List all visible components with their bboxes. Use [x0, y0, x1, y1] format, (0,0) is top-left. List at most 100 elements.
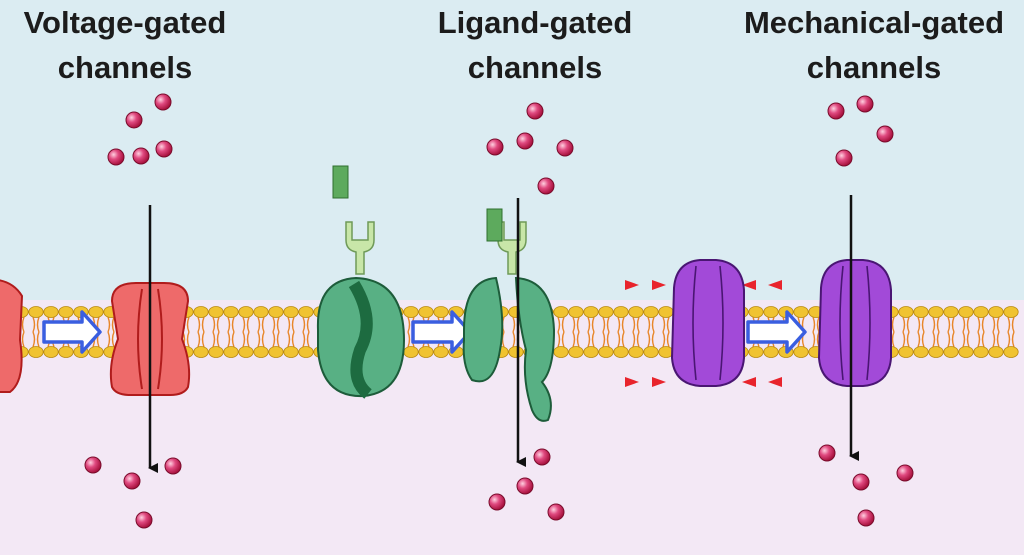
lipid-head: [898, 346, 914, 358]
lipid-head: [43, 306, 59, 318]
lipid-head: [988, 346, 1004, 358]
transition-arrow: [42, 310, 102, 354]
voltage-gated-title: Voltage-gated channels: [23, 5, 227, 85]
lipid-head: [643, 346, 659, 358]
ion: [537, 177, 555, 195]
lipid-head: [613, 346, 629, 358]
lipid-head: [283, 306, 299, 318]
ion: [125, 111, 143, 129]
lipid-head: [898, 306, 914, 318]
lipid-head: [598, 306, 614, 318]
ion: [556, 139, 574, 157]
lipid-head: [433, 306, 449, 318]
ion: [155, 140, 173, 158]
lipid-head: [658, 306, 674, 318]
ion: [876, 125, 894, 143]
ion: [818, 444, 836, 462]
lipid-head: [208, 346, 224, 358]
lipid-head: [568, 346, 584, 358]
lipid-head: [973, 346, 989, 358]
lipid-head: [793, 306, 809, 318]
lipid-head: [418, 306, 434, 318]
lipid-head: [58, 306, 74, 318]
lipid-head: [1003, 306, 1019, 318]
lipid-head: [508, 346, 524, 358]
ligand: [332, 165, 349, 199]
lipid-head: [298, 306, 314, 318]
pressure-arrow-icon: [742, 280, 756, 290]
lipid-head: [28, 306, 44, 318]
lipid-head: [583, 306, 599, 318]
lipid-head: [58, 346, 74, 358]
mechanical-channel-open: [817, 259, 892, 387]
pressure-arrow-icon: [768, 280, 782, 290]
ligand-gated-title: Ligand-gated channels: [437, 5, 633, 85]
lipid-head: [238, 306, 254, 318]
lipid-head: [268, 346, 284, 358]
ion: [547, 503, 565, 521]
lipid-head: [583, 346, 599, 358]
lipid-head: [268, 306, 284, 318]
pressure-arrow-icon: [742, 377, 756, 387]
channels: [0, 165, 892, 422]
lipid-head: [958, 346, 974, 358]
ion: [486, 138, 504, 156]
pressure-arrow-icon: [625, 377, 639, 387]
lipid-head: [913, 346, 929, 358]
lipid-head: [943, 346, 959, 358]
lipid-head: [628, 346, 644, 358]
ion: [135, 511, 153, 529]
lipid-head: [208, 306, 224, 318]
transition-arrows: [42, 310, 807, 354]
lipid-head: [613, 306, 629, 318]
lipid-head: [628, 306, 644, 318]
lipid-head: [88, 346, 104, 358]
lipid-head: [658, 346, 674, 358]
ligand-channel-closed: [316, 221, 406, 399]
lipid-head: [1003, 346, 1019, 358]
lipid-head: [403, 306, 419, 318]
lipid-head: [553, 346, 569, 358]
ion: [123, 472, 141, 490]
lipid-head: [28, 346, 44, 358]
lipid-head: [193, 306, 209, 318]
lipid-head: [88, 306, 104, 318]
ions: [84, 93, 914, 529]
ion: [526, 102, 544, 120]
lipid-head: [763, 346, 779, 358]
lipid-head: [223, 306, 239, 318]
ion: [107, 148, 125, 166]
ion: [164, 457, 182, 475]
lipid-head: [973, 306, 989, 318]
ion: [896, 464, 914, 482]
lipid-head: [433, 346, 449, 358]
ligand: [486, 208, 503, 242]
lipid-head: [913, 306, 929, 318]
transition-arrow: [746, 310, 807, 354]
mechanical-gated-title: Mechanical-gated channels: [743, 5, 1005, 85]
lipid-head: [943, 306, 959, 318]
pressure-arrow-icon: [768, 377, 782, 387]
lipid-head: [223, 346, 239, 358]
lipid-head: [748, 306, 764, 318]
receptor-site: [497, 221, 527, 275]
ion: [533, 448, 551, 466]
receptor-site: [345, 221, 375, 275]
ion: [154, 93, 172, 111]
lipid-head: [193, 346, 209, 358]
voltage-channel-closed: [0, 279, 24, 393]
lipid-head: [568, 306, 584, 318]
lipid-head: [553, 306, 569, 318]
lipid-head: [928, 346, 944, 358]
lipid-head: [283, 346, 299, 358]
lipid-head: [298, 346, 314, 358]
lipid-head: [643, 306, 659, 318]
ion: [856, 95, 874, 113]
ion-flow-arrows: [148, 195, 859, 473]
ligand-channel-open: [462, 221, 556, 422]
lipid-head: [43, 346, 59, 358]
ion: [84, 456, 102, 474]
mechanical-channel-closed: [670, 259, 745, 387]
ion: [516, 477, 534, 495]
